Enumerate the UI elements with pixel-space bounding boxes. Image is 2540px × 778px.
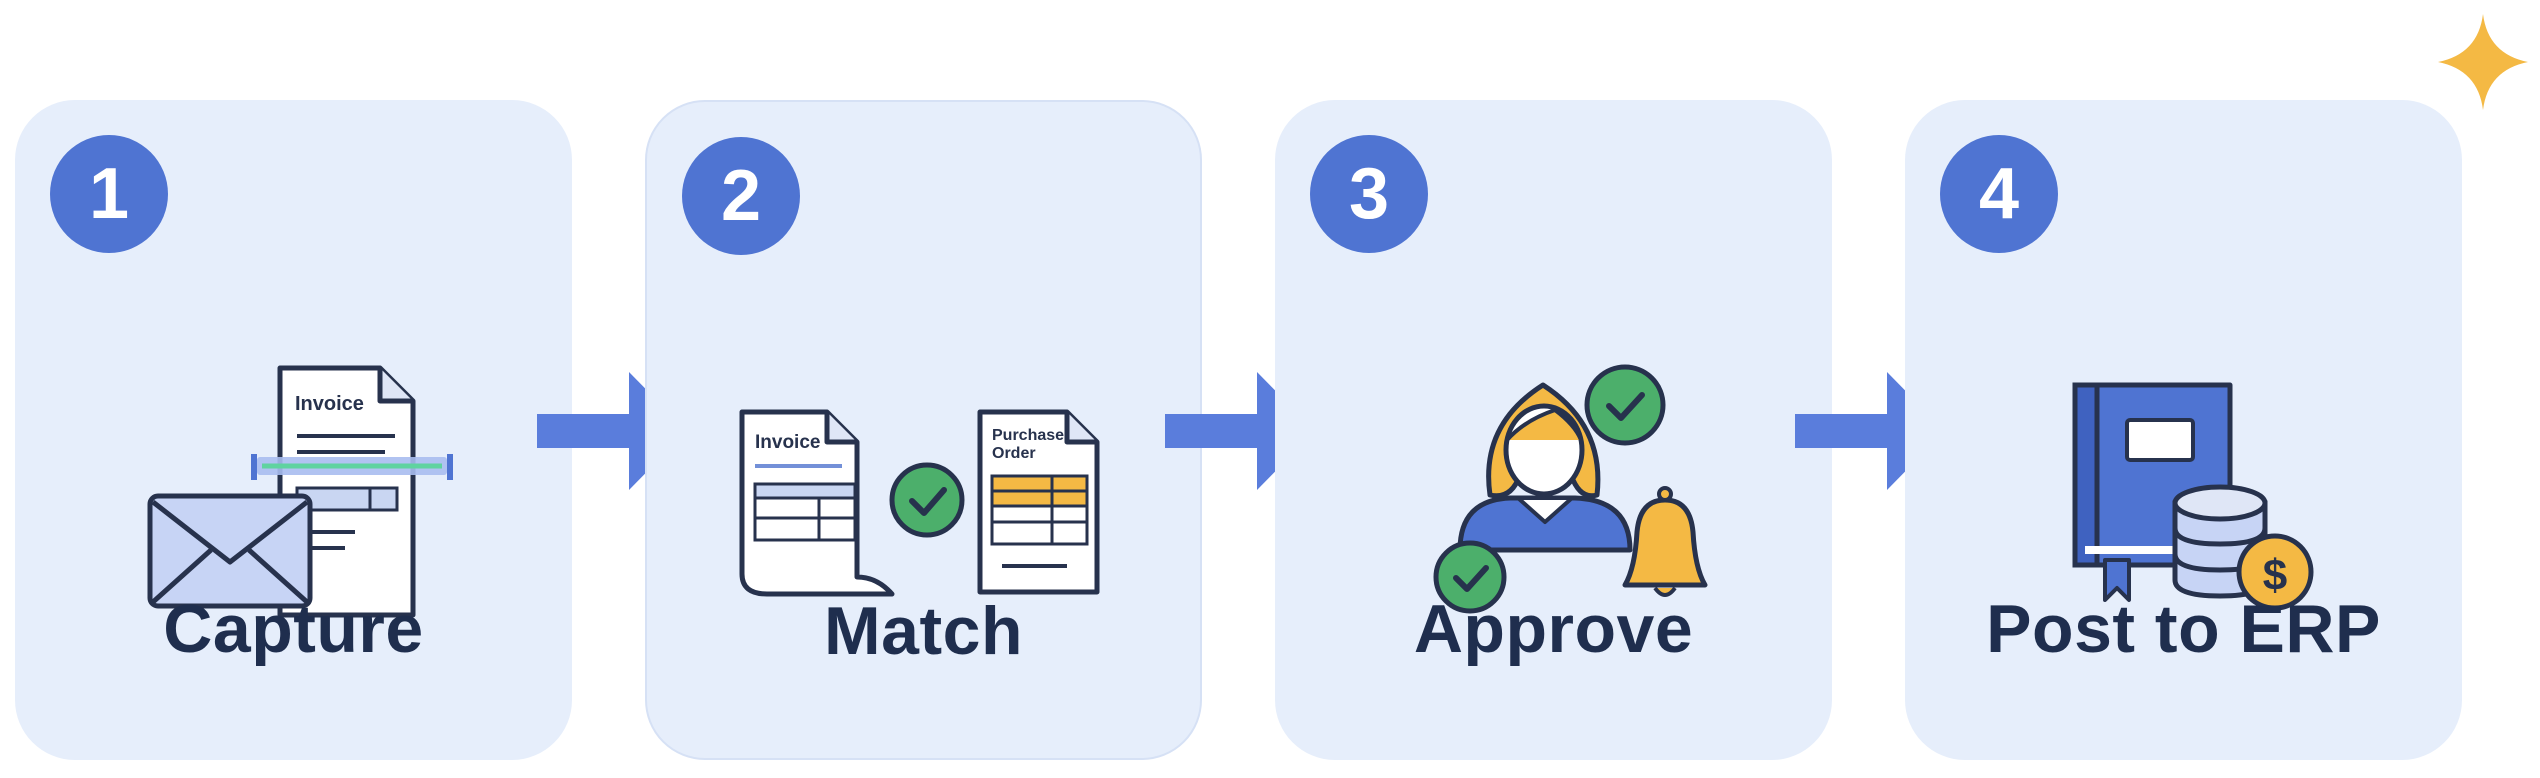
po-title-line-1: Purchase [992,427,1064,444]
approve-illustration [1433,364,1708,614]
step-card-post-to-erp: 4 $ Post to ERP [1905,100,2462,760]
step-number-badge: 1 [50,135,168,253]
approver-person-icon [1457,382,1633,553]
purchase-order-icon: Purchase Order [977,409,1100,595]
match-illustration: Invoice Purchase Order [739,409,1100,597]
invoice-title: Invoice [295,393,364,415]
step-number-badge: 3 [1310,135,1428,253]
currency-symbol: $ [2263,551,2287,600]
invoice-scan-icon: Invoice [251,365,453,618]
post-to-erp-illustration: $ [2072,382,2314,611]
step-number-badge: 4 [1940,135,2058,253]
step-label: Match [824,593,1023,669]
coin-icon: $ [2236,533,2314,611]
step-card-approve: 3 Approve [1275,100,1832,760]
step-label: Approve [1413,591,1694,667]
capture-illustration: Invoice [147,365,453,618]
check-icon [1433,540,1507,614]
envelope-icon [147,493,313,609]
bell-icon [1622,486,1708,597]
check-icon [889,462,965,538]
step-card-match: 2 Invoice Purchase Order [645,100,1202,760]
check-icon [1584,364,1666,446]
sparkle-icon [2438,14,2528,110]
step-label: Capture [163,591,424,667]
invoice-icon: Invoice [739,409,895,597]
invoice-title: Invoice [755,432,820,453]
step-card-capture: 1 Invoice Capture [15,100,572,760]
step-label: Post to ERP [1986,591,2381,667]
step-number-badge: 2 [682,137,800,255]
po-title-line-2: Order [992,445,1036,462]
